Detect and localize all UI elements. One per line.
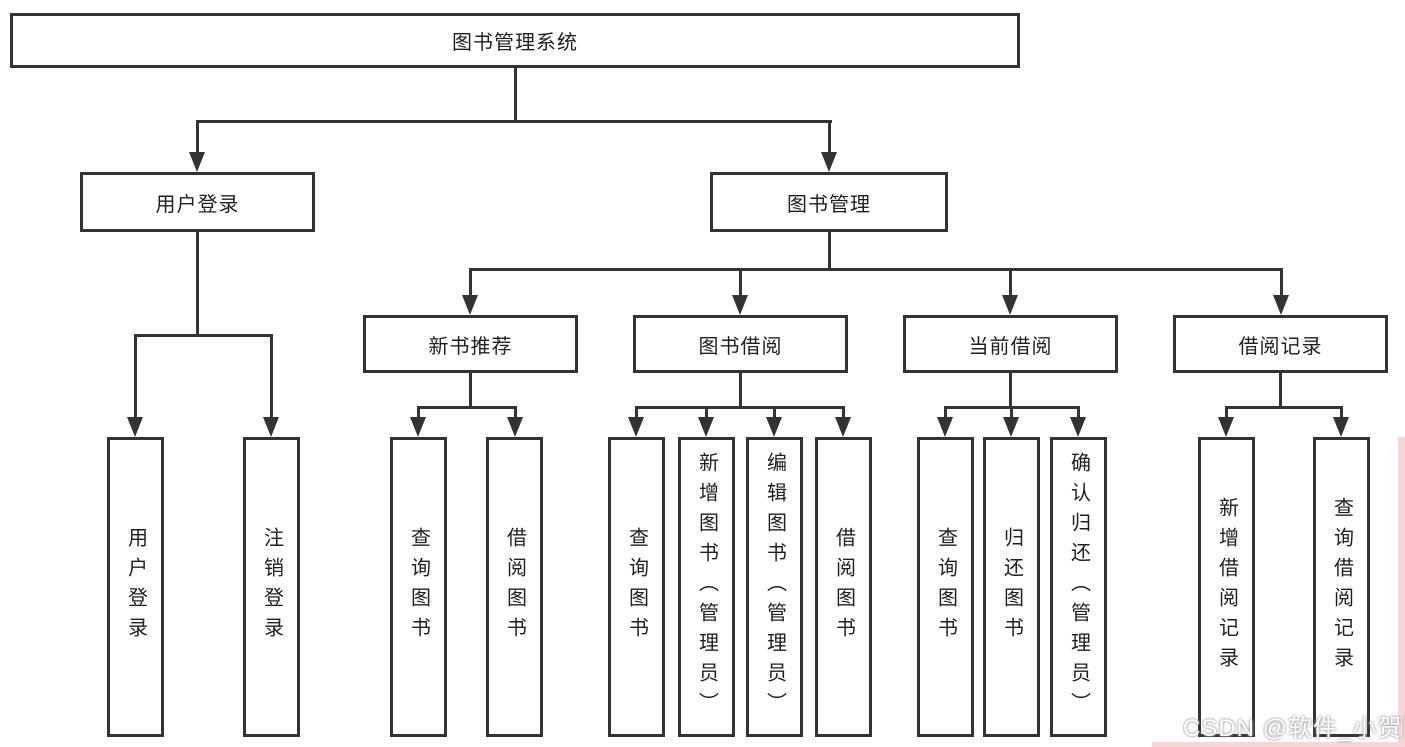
node-library-system: 图书管理系统 (10, 13, 1020, 68)
edge-line (469, 373, 472, 408)
node-label: 新增图书（管理员） (695, 452, 718, 722)
node-label: 图书管理 (787, 193, 871, 216)
node-add-borrow-record: 新增借阅记录 (1198, 437, 1255, 737)
node-logout: 注销登录 (243, 437, 300, 737)
node-label: 借阅图书 (832, 527, 855, 647)
arrow-down-icon (1218, 417, 1234, 437)
node-borrow-books-recommend: 借阅图书 (486, 437, 543, 737)
node-label: 用户登录 (155, 193, 240, 216)
pink-accent-strip-right (1398, 437, 1405, 747)
edge-line (514, 406, 517, 417)
arrow-down-icon (732, 295, 748, 315)
edge-line (828, 120, 831, 153)
edge-line (842, 406, 845, 417)
arrow-down-icon (698, 417, 714, 437)
node-user-login-leaf: 用户登录 (107, 437, 164, 737)
csdn-watermark: CSDN @软件_小贺同学 (1183, 715, 1405, 742)
edge-line (514, 68, 517, 122)
node-label: 查询图书 (934, 527, 957, 647)
edge-line (417, 406, 516, 409)
edge-line (196, 120, 832, 123)
arrow-down-icon (263, 417, 279, 437)
edge-line (1280, 268, 1283, 295)
node-label: 图书管理系统 (452, 32, 578, 54)
node-new-book-recommend: 新书推荐 (363, 315, 578, 373)
arrow-down-icon (1273, 295, 1289, 315)
arrow-down-icon (766, 417, 782, 437)
arrow-down-icon (835, 417, 851, 437)
arrow-down-icon (937, 417, 953, 437)
edge-line (944, 406, 947, 417)
edge-line (739, 373, 742, 408)
node-user-login: 用户登录 (80, 172, 315, 232)
pink-accent-strip-bottom (1152, 742, 1405, 747)
arrow-down-icon (1070, 417, 1086, 437)
edge-line (1279, 373, 1282, 408)
arrow-down-icon (628, 417, 644, 437)
arrow-down-icon (821, 152, 837, 172)
edge-line (134, 334, 273, 337)
arrow-down-icon (127, 417, 143, 437)
arrow-down-icon (189, 152, 205, 172)
node-label: 借阅记录 (1238, 335, 1323, 358)
node-label: 图书借阅 (698, 335, 783, 358)
edge-line (134, 334, 137, 417)
node-borrow-records: 借阅记录 (1173, 315, 1388, 373)
node-label: 查询图书 (625, 527, 648, 647)
node-borrow-books: 借阅图书 (815, 437, 872, 737)
edge-line (739, 268, 742, 295)
edge-line (1009, 268, 1012, 295)
node-label: 查询借阅记录 (1330, 497, 1353, 677)
node-current-borrow: 当前借阅 (903, 315, 1118, 373)
node-label: 注销登录 (260, 527, 283, 647)
arrow-down-icon (462, 295, 478, 315)
edge-line (705, 406, 708, 417)
edge-line (773, 406, 776, 417)
node-book-borrow: 图书借阅 (633, 315, 848, 373)
node-edit-books-admin: 编辑图书（管理员） (746, 437, 803, 737)
edge-line (1225, 406, 1228, 417)
edge-line (828, 232, 831, 270)
edge-line (635, 406, 638, 417)
edge-line (469, 268, 1282, 271)
edge-line (1077, 406, 1080, 417)
node-query-borrow-record: 查询借阅记录 (1313, 437, 1370, 737)
edge-line (1340, 406, 1343, 417)
arrow-down-icon (1003, 417, 1019, 437)
arrow-down-icon (1002, 295, 1018, 315)
node-label: 新增借阅记录 (1215, 497, 1238, 677)
node-label: 编辑图书（管理员） (763, 452, 786, 722)
node-label: 确认归还（管理员） (1067, 452, 1090, 722)
edge-line (1010, 406, 1013, 417)
edge-line (196, 232, 199, 337)
edge-line (270, 334, 273, 417)
arrow-down-icon (507, 417, 523, 437)
node-return-books: 归还图书 (983, 437, 1040, 737)
node-label: 查询图书 (407, 527, 430, 647)
node-query-books-borrow: 查询图书 (608, 437, 665, 737)
edge-line (635, 406, 845, 409)
edge-line (417, 406, 420, 417)
arrow-down-icon (1333, 417, 1349, 437)
node-query-books-recommend: 查询图书 (390, 437, 447, 737)
arrow-down-icon (410, 417, 426, 437)
node-label: 新书推荐 (428, 335, 513, 358)
node-confirm-return-admin: 确认归还（管理员） (1050, 437, 1107, 737)
node-label: 用户登录 (124, 527, 147, 647)
node-label: 借阅图书 (503, 527, 526, 647)
edge-line (469, 268, 472, 295)
edge-line (196, 120, 199, 153)
node-label: 归还图书 (1000, 527, 1023, 647)
edge-line (1009, 373, 1012, 408)
node-add-books-admin: 新增图书（管理员） (678, 437, 735, 737)
node-label: 当前借阅 (968, 335, 1053, 358)
edge-line (1225, 406, 1342, 409)
node-query-books-current: 查询图书 (917, 437, 974, 737)
node-book-management: 图书管理 (710, 172, 948, 232)
